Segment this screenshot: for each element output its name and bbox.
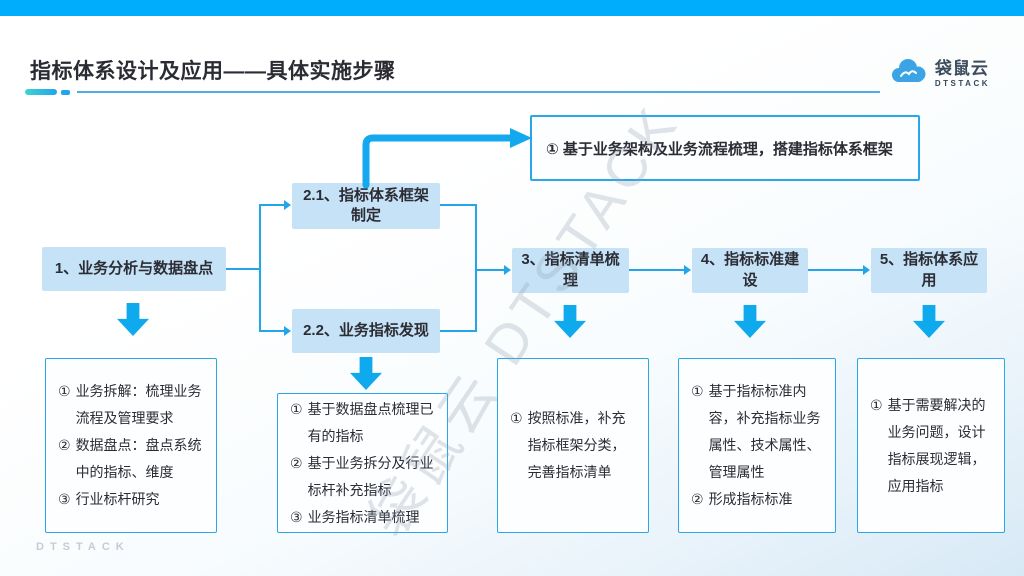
list-item: ③ 业务指标清单梳理 xyxy=(290,504,437,531)
item-marker: ① xyxy=(290,400,303,417)
detail-box-4: ① 基于指标标准内容，补充指标业务属性、技术属性、管理属性 ② 形成指标标准 xyxy=(678,358,836,533)
item-text: 基于指标标准内容，补充指标业务属性、技术属性、管理属性 xyxy=(708,383,821,480)
item-text: 数据盘点：盘点系统中的指标、维度 xyxy=(75,437,202,480)
item-text: 业务指标清单梳理 xyxy=(307,508,420,525)
list-item: ① 基于指标标准内容，补充指标业务属性、技术属性、管理属性 xyxy=(691,378,825,486)
callout-box: ① 基于业务架构及业务流程梳理，搭建指标体系框架 xyxy=(530,115,920,181)
step-2-2-label: 2.2、业务指标发现 xyxy=(303,321,429,339)
item-text: 业务拆解：梳理业务流程及管理要求 xyxy=(75,383,202,426)
elbow-arrow-icon xyxy=(362,128,532,189)
item-text: 基于业务拆分及行业标杆补充指标 xyxy=(307,454,434,498)
step-4-box: 4、指标标准建设 xyxy=(692,248,808,293)
step-2-1-box: 2.1、指标体系框架制定 xyxy=(292,183,440,229)
down-arrow-icon xyxy=(554,305,586,338)
connector-line xyxy=(475,269,505,271)
item-text: 基于数据盘点梳理已有的指标 xyxy=(307,400,434,444)
item-text: 行业标杆研究 xyxy=(75,491,160,507)
step-1-box: 1、业务分析与数据盘点 xyxy=(42,247,226,291)
step-1-label: 1、业务分析与数据盘点 xyxy=(54,259,214,277)
title-underline-dash xyxy=(25,89,57,95)
connector-line xyxy=(259,204,285,206)
list-item: ② 数据盘点：盘点系统中的指标、维度 xyxy=(58,432,206,486)
arrowhead-right-icon xyxy=(863,265,870,275)
item-marker: ① xyxy=(58,383,71,399)
item-marker: ② xyxy=(691,491,704,507)
connector-line xyxy=(475,204,477,332)
arrowhead-right-icon xyxy=(284,200,291,210)
arrowhead-right-icon xyxy=(504,265,511,275)
step-2-1-label: 2.1、指标体系框架制定 xyxy=(303,186,429,224)
connector-line xyxy=(440,204,477,206)
connector-line xyxy=(440,330,477,332)
item-marker: ② xyxy=(58,437,71,453)
connector-line xyxy=(629,269,686,271)
list-item: ① 基于数据盘点梳理已有的指标 xyxy=(290,396,437,450)
down-arrow-icon xyxy=(734,305,766,338)
step-2-2-box: 2.2、业务指标发现 xyxy=(292,309,440,353)
detail-box-2: ① 基于数据盘点梳理已有的指标 ② 基于业务拆分及行业标杆补充指标 ③ 业务指标… xyxy=(277,393,448,533)
item-marker: ① xyxy=(870,396,883,413)
step-4-label: 4、指标标准建设 xyxy=(700,251,800,289)
detail-box-1: ① 业务拆解：梳理业务流程及管理要求 ② 数据盘点：盘点系统中的指标、维度 ③ … xyxy=(45,358,217,533)
item-marker: ① xyxy=(510,410,523,426)
connector-line xyxy=(259,330,285,332)
list-item: ② 基于业务拆分及行业标杆补充指标 xyxy=(290,450,437,504)
list-item: ② 形成指标标准 xyxy=(691,486,825,513)
brand-logo: 袋鼠云 DTSTACK xyxy=(888,56,990,91)
item-text: 基于需要解决的业务问题，设计指标展现逻辑，应用指标 xyxy=(887,396,986,494)
arrowhead-right-icon xyxy=(684,265,691,275)
step-3-box: 3、指标清单梳理 xyxy=(512,248,629,293)
step-5-box: 5、指标体系应用 xyxy=(871,248,987,293)
item-text: 形成指标标准 xyxy=(708,491,793,507)
title-underline-rule xyxy=(77,91,880,93)
step-5-label: 5、指标体系应用 xyxy=(879,251,979,289)
detail-box-3: ① 按照标准，补充指标框架分类，完善指标清单 xyxy=(497,358,649,533)
connector-line xyxy=(226,268,260,270)
item-marker: ② xyxy=(290,454,303,471)
cloud-icon xyxy=(888,56,928,91)
arrowhead-right-icon xyxy=(284,326,291,336)
item-marker: ③ xyxy=(290,508,303,525)
item-marker: ① xyxy=(691,383,704,399)
connector-line xyxy=(259,205,261,332)
connector-line xyxy=(808,269,865,271)
item-marker: ③ xyxy=(58,491,71,507)
list-item: ③ 行业标杆研究 xyxy=(58,486,206,513)
step-3-label: 3、指标清单梳理 xyxy=(521,251,620,289)
list-item: ① 按照标准，补充指标框架分类，完善指标清单 xyxy=(510,405,638,486)
list-item: ① 业务拆解：梳理业务流程及管理要求 xyxy=(58,378,206,432)
list-item: ① 基于需要解决的业务问题，设计指标展现逻辑，应用指标 xyxy=(870,392,994,500)
brand-name: 袋鼠云 xyxy=(934,58,989,78)
down-arrow-icon xyxy=(350,357,382,390)
down-arrow-icon xyxy=(117,303,149,336)
page-title: 指标体系设计及应用——具体实施步骤 xyxy=(30,60,396,83)
footer-brand-text: DTSTACK xyxy=(36,541,130,553)
down-arrow-icon xyxy=(913,305,945,338)
title-underline-dot xyxy=(61,90,70,95)
detail-box-5: ① 基于需要解决的业务问题，设计指标展现逻辑，应用指标 xyxy=(857,358,1005,533)
callout-text: ① 基于业务架构及业务流程梳理，搭建指标体系框架 xyxy=(546,140,893,158)
top-accent-bar xyxy=(0,0,1024,16)
item-text: 按照标准，补充指标框架分类，完善指标清单 xyxy=(527,410,626,480)
brand-subname: DTSTACK xyxy=(934,78,990,88)
